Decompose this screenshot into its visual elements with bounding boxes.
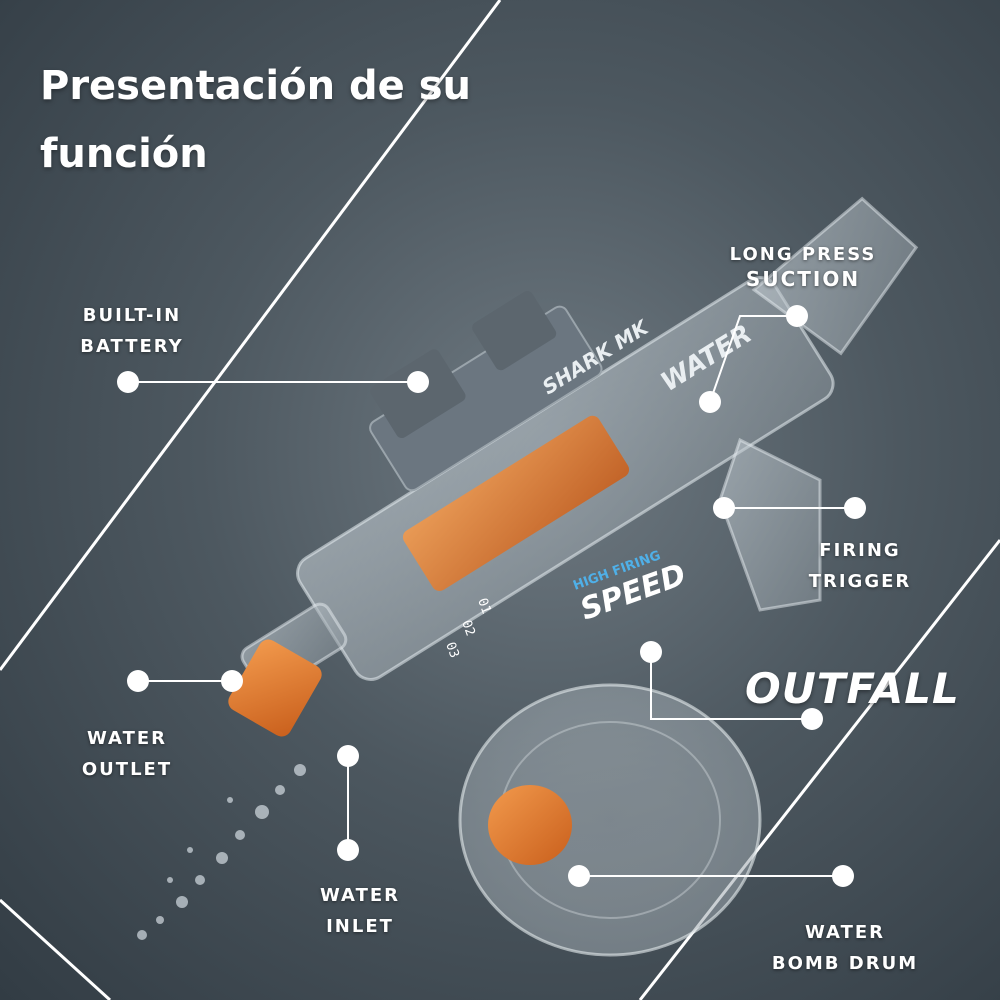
callout-dot (337, 839, 359, 861)
callout-line-outfall (650, 652, 812, 720)
callout-dot (568, 865, 590, 887)
callout-dot (713, 497, 735, 519)
callout-dot (337, 745, 359, 767)
page-title: Presentación de su función (40, 52, 560, 188)
label-firing-trigger: FIRING TRIGGER (808, 540, 912, 592)
callout-dot (221, 670, 243, 692)
water-drum (458, 683, 762, 957)
dial-mark-3: 03 (442, 640, 461, 660)
callout-dot (127, 670, 149, 692)
callout-dot (117, 371, 139, 393)
callout-dots (117, 305, 866, 887)
callout-dot (832, 865, 854, 887)
label-built-in-battery: BUILT-IN BATTERY (80, 305, 184, 357)
callout-lines (128, 315, 855, 877)
frame-line-bottom (0, 898, 112, 1000)
water-spray (137, 764, 306, 940)
callout-dot (786, 305, 808, 327)
callout-dot (640, 641, 662, 663)
callout-dot (699, 391, 721, 413)
frame-line-left (0, 0, 502, 671)
label-water-bomb-drum: WATER BOMB DRUM (771, 922, 919, 974)
label-water-outlet: WATER OUTLET (81, 728, 173, 780)
grip (718, 437, 822, 612)
dial-mark-1: 01 (474, 596, 493, 616)
nozzle (228, 639, 322, 737)
dial-mark-2: 02 (458, 618, 477, 638)
callout-dot (844, 497, 866, 519)
callout-dot (801, 708, 823, 730)
callout-dot (407, 371, 429, 393)
title-line-2: función (40, 131, 208, 177)
label-water-inlet: WATER INLET (319, 885, 400, 937)
title-line-1: Presentación de su (40, 63, 471, 109)
callout-line-suction (709, 315, 797, 403)
label-outfall: OUTFALL (745, 664, 960, 713)
label-long-press-suction: LONG PRESS SUCTION (729, 244, 877, 291)
water-gun-body (240, 196, 919, 694)
